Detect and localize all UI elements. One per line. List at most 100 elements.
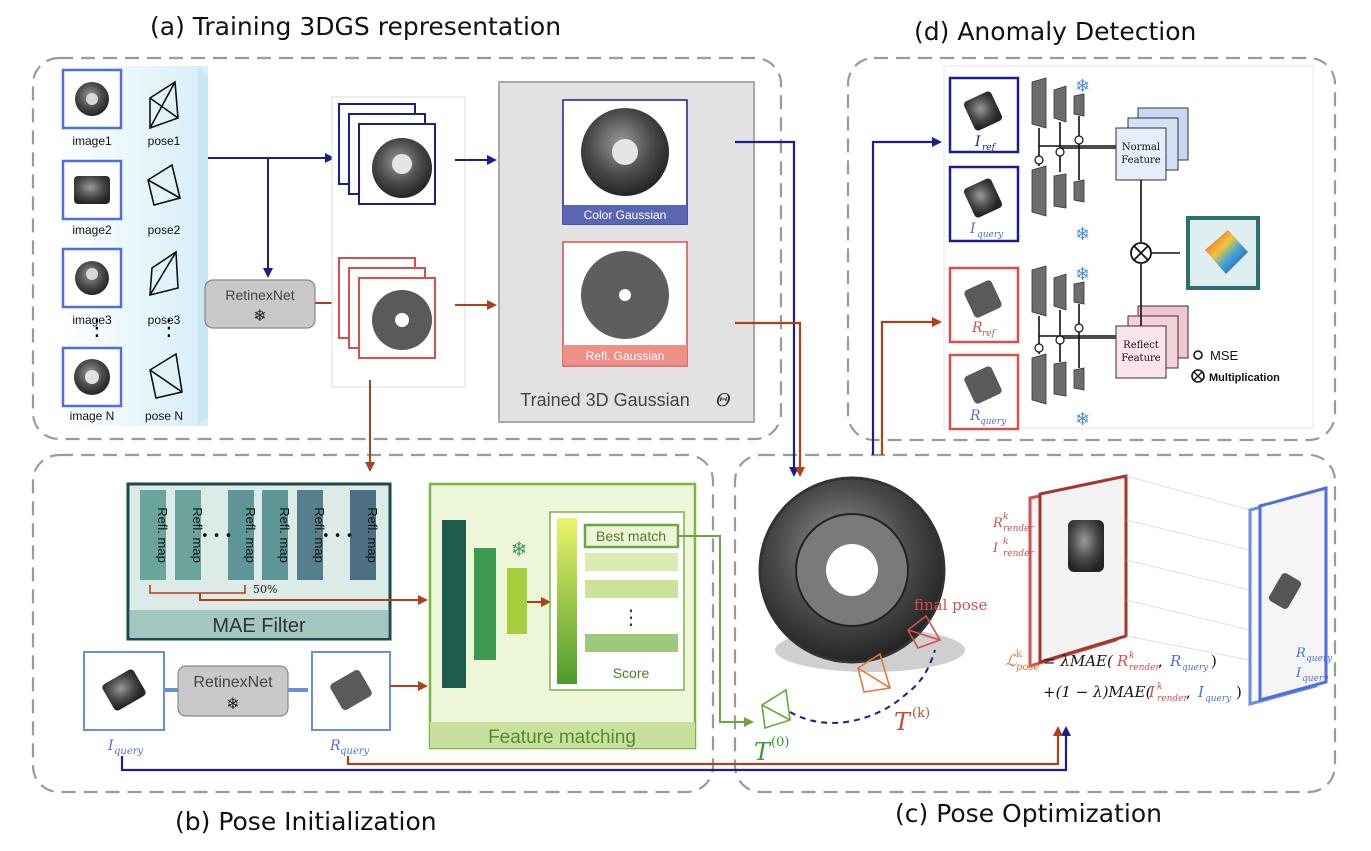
pose-label-2: pose2	[148, 223, 181, 237]
panel-a-frame	[31, 56, 783, 441]
pose-label-n: pose N	[145, 409, 183, 423]
image-label-3: image3	[72, 313, 112, 327]
legend-mse-label: MSE	[1210, 348, 1239, 363]
theta-symbol: Θ	[716, 390, 731, 411]
matching-layer-3	[507, 568, 527, 634]
trained-gaussian-label: Trained 3D Gaussian	[520, 390, 689, 410]
r-query-thumb-b	[311, 651, 391, 731]
svg-text:render: render	[1129, 663, 1161, 673]
panel-d-frame	[846, 56, 1337, 442]
snowflake-icon: ❄	[1075, 76, 1090, 97]
r-query-label-b: R	[329, 738, 341, 754]
mae-filter-label: MAE Filter	[212, 615, 306, 637]
matching-layer-2	[474, 548, 496, 660]
iref-sub: ref	[982, 143, 997, 153]
projection-lines	[1125, 475, 1251, 661]
svg-text:R: R	[1116, 652, 1128, 670]
panel-c-frame	[733, 453, 1337, 794]
image-thumb-n	[61, 346, 123, 408]
svg-text:k: k	[1129, 651, 1134, 661]
svg-text:,: ,	[1158, 652, 1163, 670]
image-thumb-2	[61, 159, 123, 221]
svg-text:k: k	[1157, 682, 1162, 692]
score-row	[585, 634, 678, 652]
snowflake-icon: ❄	[511, 537, 528, 561]
final-pose-camera	[906, 614, 942, 649]
t0-camera	[761, 688, 791, 730]
svg-text:render: render	[1157, 694, 1189, 704]
svg-text:k: k	[1016, 649, 1023, 660]
snowflake-icon: ❄	[1075, 264, 1090, 285]
final-pose-label: final pose	[914, 596, 988, 614]
svg-text:): )	[1236, 683, 1242, 701]
svg-text:= λMAE(: = λMAE(	[1043, 652, 1114, 670]
normal-feature-stack	[1115, 107, 1189, 181]
snowflake-icon: ❄	[1075, 409, 1090, 430]
pose-loss-formula: ℒ k pose = λMAE( R k render , R query ) …	[1005, 649, 1242, 704]
refl-map-ellipsis-1: • • •	[201, 529, 232, 544]
snowflake-icon: ❄	[1075, 224, 1090, 245]
svg-text:Color Gaussian: Color Gaussian	[584, 208, 667, 222]
pose-cameras	[147, 80, 183, 399]
mse-nodes-reflect	[1034, 323, 1084, 353]
encoder-reflect	[1031, 265, 1085, 405]
panel-b-frame	[31, 453, 715, 794]
t0-sup: (0)	[771, 735, 789, 750]
t0-label: T	[754, 738, 772, 766]
svg-text:pose: pose	[1016, 662, 1040, 673]
retinexnet-b-label: RetinexNet	[193, 674, 273, 691]
score-row	[585, 580, 678, 598]
arrow-iquery-to-loss	[120, 726, 1071, 772]
fifty-percent-bracket	[149, 585, 246, 594]
r-query-sub-c: query	[1306, 654, 1333, 664]
i-query-sub-b: query	[114, 746, 144, 757]
rref-thumb	[948, 266, 1020, 344]
snowflake-icon: ❄	[253, 306, 266, 325]
pose-vdots: ⋮	[158, 316, 180, 341]
arrow-color-to-pose-opt	[735, 140, 799, 477]
iquery-thumb-d	[948, 165, 1020, 243]
refl-map-ellipsis-2: • • •	[322, 529, 353, 544]
svg-text:,: ,	[1186, 683, 1191, 701]
i-render-sup: k	[1003, 537, 1008, 547]
score-label: Score	[613, 665, 650, 681]
render-planes	[1028, 474, 1128, 669]
title-d: (d) Anomaly Detection	[914, 17, 1196, 46]
score-gradient-bar	[557, 518, 577, 684]
mse-nodes-normal	[1034, 135, 1084, 165]
r-query-sub-b: query	[340, 746, 370, 757]
color-render-stack	[338, 103, 436, 205]
query-planes	[1248, 486, 1328, 706]
svg-text:): )	[1211, 652, 1217, 670]
fusion-lines	[1140, 180, 1180, 326]
matching-layer-1	[442, 520, 466, 688]
r-render-sup: k	[1003, 512, 1008, 522]
pose-camera-3	[149, 250, 179, 297]
anomaly-heatmap	[1186, 216, 1260, 290]
tk-camera	[857, 652, 892, 693]
rendered-gear	[758, 476, 965, 672]
svg-text:R: R	[1169, 652, 1181, 670]
pose-camera-n	[149, 352, 183, 399]
svg-text:Refl. map: Refl. map	[190, 507, 205, 563]
best-match-label: Best match	[596, 528, 666, 544]
rref-label: R	[971, 320, 983, 336]
rquery-sub-d: query	[980, 417, 1007, 427]
arrow-refl-to-pose-opt	[735, 321, 805, 477]
score-vdots: ⋮	[621, 605, 641, 629]
normal-feature-label-2: Feature	[1121, 155, 1161, 166]
title-b: (b) Pose Initialization	[175, 807, 437, 836]
arrow-render-to-iref	[871, 137, 942, 455]
score-row	[585, 553, 678, 571]
arrow-mae-to-matching	[199, 593, 428, 605]
pose-label-1: pose1	[148, 134, 181, 148]
refl-map-labels: Refl. map Refl. map Refl. map Refl. map …	[155, 507, 380, 563]
color-gaussian-panel: Color Gaussian	[562, 99, 688, 225]
feature-matching-label: Feature matching	[488, 727, 636, 748]
iref-thumb	[948, 76, 1020, 154]
input-band-edge	[198, 66, 208, 426]
feature-matching-bar	[430, 722, 695, 748]
i-render-sub: render	[1003, 549, 1035, 559]
frozen-markers: ❄ ❄ ❄ ❄	[1075, 76, 1090, 430]
